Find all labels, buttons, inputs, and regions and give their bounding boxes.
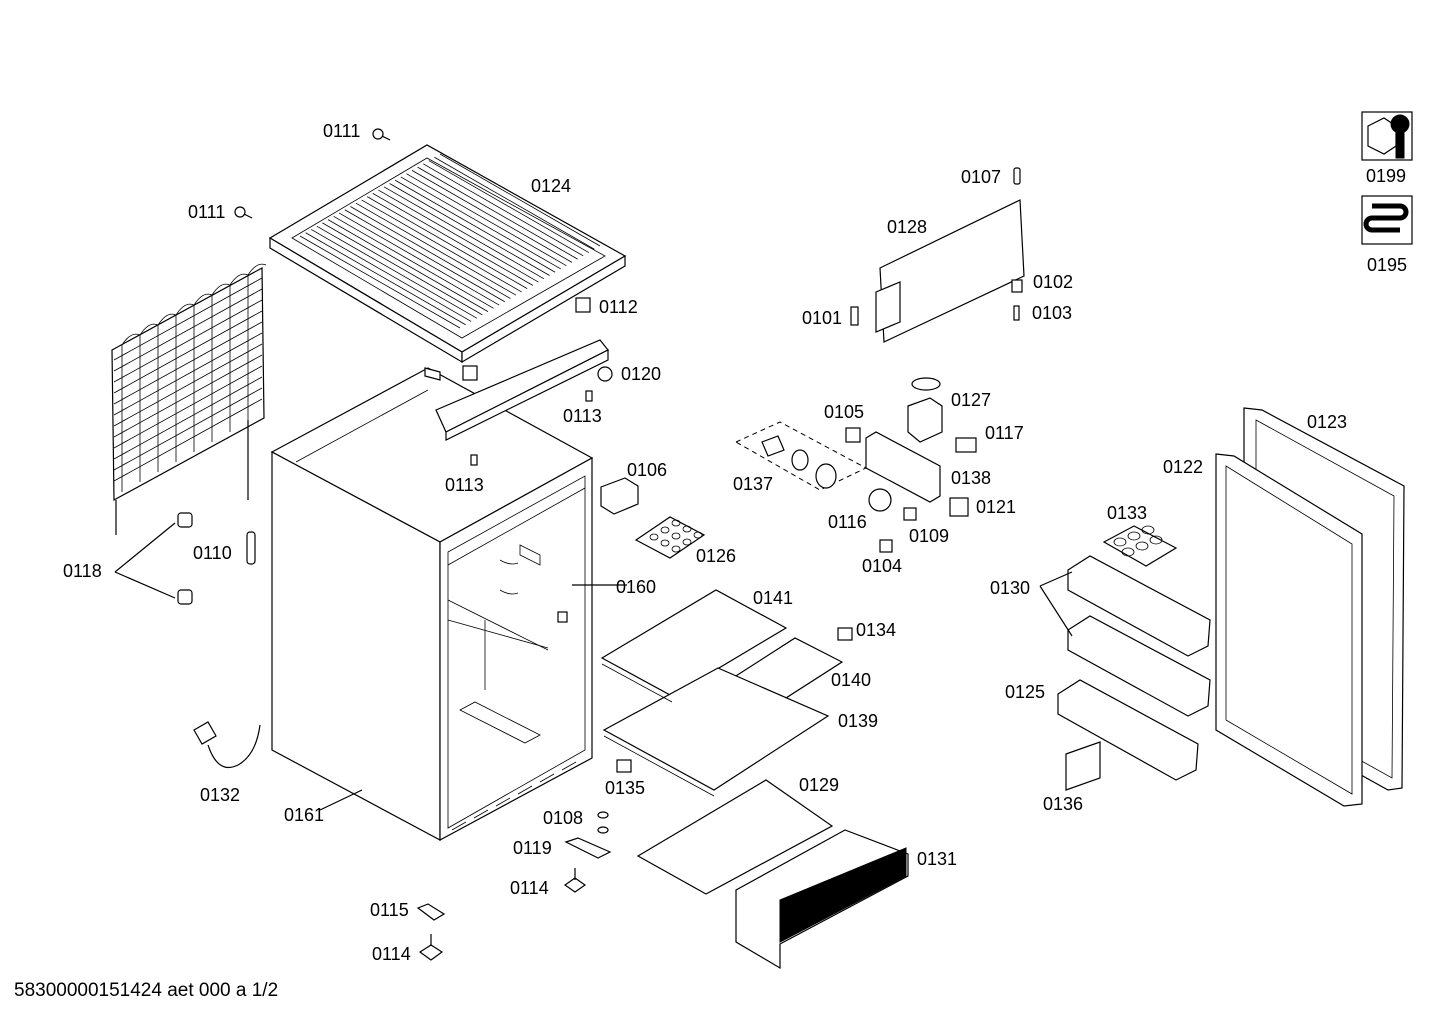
part-label-0161: 0161 bbox=[284, 805, 325, 825]
part-label-0128: 0128 bbox=[887, 217, 928, 237]
cover-part bbox=[600, 477, 639, 515]
freezer-door-part bbox=[850, 167, 1025, 343]
part-label-0129: 0129 bbox=[799, 775, 840, 795]
part-label-0116: 0116 bbox=[828, 512, 867, 532]
part-label-0126: 0126 bbox=[696, 546, 737, 566]
condenser-part bbox=[111, 263, 267, 535]
part-label-0199: 0199 bbox=[1366, 166, 1407, 186]
part-label-0111-side: 0111 bbox=[188, 202, 226, 222]
part-label-0125: 0125 bbox=[1005, 682, 1046, 702]
part-label-0101: 0101 bbox=[802, 308, 843, 328]
part-label-0195: 0195 bbox=[1367, 255, 1408, 275]
part-label-0139: 0139 bbox=[838, 711, 879, 731]
screw-part bbox=[234, 128, 391, 219]
door-part bbox=[1215, 407, 1405, 807]
part-label-0104: 0104 bbox=[862, 556, 903, 576]
door-shelf-part bbox=[1039, 525, 1211, 791]
part-label-0112: 0112 bbox=[599, 297, 638, 317]
wrench-nut-icon bbox=[1361, 111, 1413, 161]
part-label-0121: 0121 bbox=[976, 497, 1017, 517]
top-hinge-part bbox=[435, 297, 613, 466]
top-cover-part bbox=[268, 144, 627, 364]
part-label-0109: 0109 bbox=[909, 526, 950, 546]
glass-shelf-part bbox=[600, 589, 844, 895]
part-label-0140: 0140 bbox=[831, 670, 872, 690]
part-label-0114-left: 0114 bbox=[372, 944, 411, 964]
part-label-0105: 0105 bbox=[824, 402, 865, 422]
part-label-0130: 0130 bbox=[990, 578, 1031, 598]
part-label-0160: 0160 bbox=[616, 577, 657, 597]
power-cord-part bbox=[193, 721, 261, 769]
part-label-0107: 0107 bbox=[961, 167, 1002, 187]
part-label-0141: 0141 bbox=[753, 588, 794, 608]
part-label-0119: 0119 bbox=[513, 838, 552, 858]
part-label-0117: 0117 bbox=[985, 423, 1024, 443]
part-label-0108: 0108 bbox=[543, 808, 584, 828]
part-label-0110: 0110 bbox=[193, 543, 232, 563]
part-label-0137: 0137 bbox=[733, 474, 774, 494]
part-label-0127: 0127 bbox=[951, 390, 992, 410]
part-label-0124: 0124 bbox=[531, 176, 572, 196]
coil-icon bbox=[1361, 195, 1413, 245]
part-label-0106: 0106 bbox=[627, 460, 668, 480]
part-label-0114-right: 0114 bbox=[510, 878, 549, 898]
part-label-0135: 0135 bbox=[605, 778, 646, 798]
part-label-0118: 0118 bbox=[63, 561, 102, 581]
part-label-0102: 0102 bbox=[1033, 272, 1074, 292]
part-label-0113-upper: 0113 bbox=[563, 406, 602, 426]
document-footer-code: 58300000151424 aet 000 a 1/2 bbox=[14, 980, 279, 1001]
part-label-0115: 0115 bbox=[370, 900, 409, 920]
part-label-0113-lower: 0113 bbox=[445, 475, 484, 495]
part-label-0134: 0134 bbox=[856, 620, 897, 640]
thermostat-group-part bbox=[734, 377, 977, 553]
small-fittings-part bbox=[416, 627, 853, 961]
part-label-0133: 0133 bbox=[1107, 503, 1148, 523]
clip-part bbox=[114, 512, 256, 605]
part-label-0111-top: 0111 bbox=[323, 121, 361, 141]
part-label-0122: 0122 bbox=[1163, 457, 1204, 477]
cabinet-body-part bbox=[270, 367, 594, 842]
part-label-0132: 0132 bbox=[200, 785, 241, 805]
leader-lines bbox=[319, 584, 627, 811]
part-label-0136: 0136 bbox=[1043, 794, 1084, 814]
part-label-0103: 0103 bbox=[1032, 303, 1073, 323]
part-label-0120: 0120 bbox=[621, 364, 662, 384]
part-label-0123: 0123 bbox=[1307, 412, 1348, 432]
part-label-0131: 0131 bbox=[917, 849, 958, 869]
part-label-0138: 0138 bbox=[951, 468, 992, 488]
ice-tray-part bbox=[634, 516, 706, 559]
crisper-drawer-part bbox=[735, 829, 909, 970]
